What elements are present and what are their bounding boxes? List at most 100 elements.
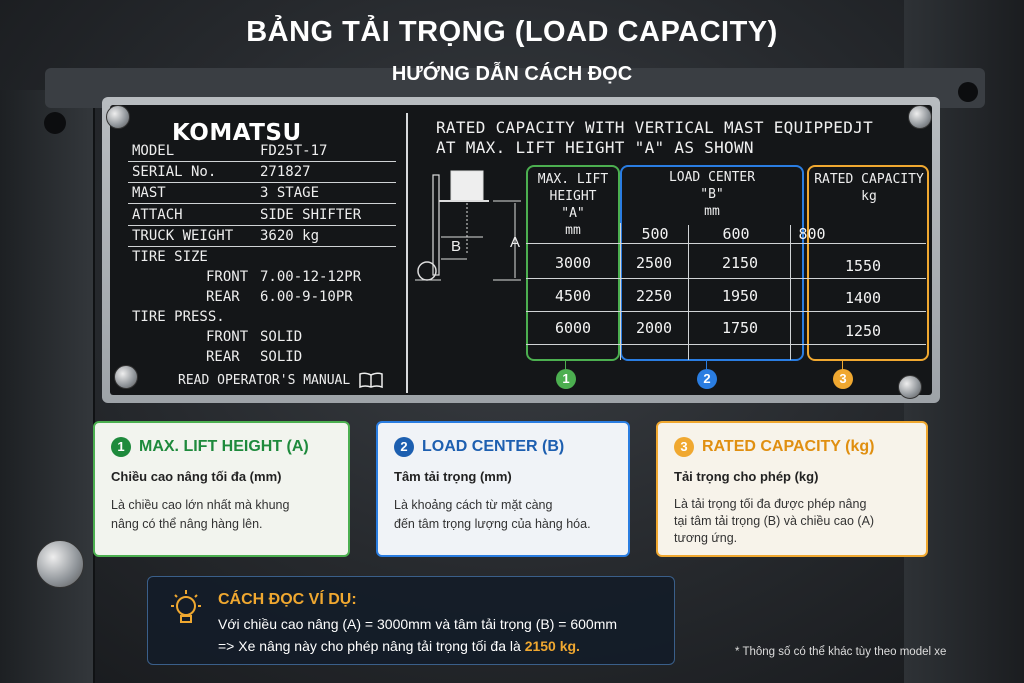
card-text-line: đến tâm trọng lượng của hàng hóa. [394, 517, 591, 531]
spec-label: REAR [206, 289, 240, 305]
spec-label: TIRE PRESS. [132, 309, 225, 325]
spec-value: 3620 kg [260, 228, 320, 244]
table-cell: 2000 [635, 319, 673, 337]
card-title: 3 RATED CAPACITY (kg) [674, 437, 910, 457]
header-text: mm [704, 204, 720, 219]
marker-2: 2 [697, 369, 717, 389]
card-description: Là khoảng cách từ mặt càng đến tâm trọng… [394, 496, 612, 534]
spec-value: SOLID [260, 329, 303, 345]
plate-screw [908, 105, 932, 129]
spec-divider [128, 246, 396, 247]
card-title-text: LOAD CENTER (B) [422, 438, 565, 455]
grid-line [526, 243, 926, 244]
highlight-max-lift-height [526, 165, 620, 361]
card-text-line: Là khoảng cách từ mặt càng [394, 498, 553, 512]
plate-heading-line2: AT MAX. LIFT HEIGHT "A" AS SHOWN [436, 138, 754, 157]
plate-screw [114, 365, 138, 389]
manual-note: READ OPERATOR'S MANUAL [178, 373, 351, 388]
table-cell-height: 3000 [554, 254, 592, 272]
grid-line [526, 311, 926, 312]
load-capacity-plate: KOMATSU MODEL FD25T-17 SERIAL No. 271827… [102, 97, 940, 403]
header-text: LOAD CENTER [668, 170, 756, 185]
header-text: kg [861, 189, 877, 204]
card-description: Là tải trọng tối đa được phép nâng tại t… [674, 496, 910, 547]
forklift-diagram: B A [415, 170, 521, 281]
spec-value: 3 STAGE [260, 185, 320, 201]
example-line-2-text: => Xe nâng này cho phép nâng tải trọng t… [218, 638, 525, 654]
header-load-center: LOAD CENTER "B" mm [624, 169, 800, 220]
table-cell: 1400 [844, 289, 882, 307]
diagram-label-a: A [510, 234, 520, 251]
lightbulb-icon [171, 590, 201, 623]
example-box: CÁCH ĐỌC VÍ DỤ: Với chiều cao nâng (A) =… [147, 576, 675, 665]
plate-heading: RATED CAPACITY WITH VERTICAL MAST EQUIPP… [436, 118, 873, 158]
marker-line [842, 361, 843, 371]
example-highlight-value: 2150 kg. [524, 638, 580, 654]
card-subtitle: Tâm tải trọng (mm) [394, 469, 512, 484]
spec-label: SERIAL No. [132, 164, 217, 180]
footnote: * Thông số có thể khác tùy theo model xe [735, 646, 947, 658]
table-cell: 2500 [635, 254, 673, 272]
spec-value: 271827 [260, 164, 311, 180]
spec-value: SOLID [260, 349, 303, 365]
frame-hole [958, 82, 978, 102]
header-text: MAX. LIFT [537, 172, 609, 187]
grid-line [620, 223, 621, 360]
spec-divider [128, 161, 396, 162]
header-text: mm [565, 223, 581, 238]
brand-logo: KOMATSU [172, 120, 302, 146]
card-badge: 3 [674, 437, 694, 457]
spec-value: 6.00-9-10PR [260, 289, 353, 305]
spec-divider [128, 203, 396, 204]
header-text: "B" [700, 187, 724, 202]
card-subtitle: Chiều cao nâng tối đa (mm) [111, 469, 282, 484]
card-text-line: tương ứng. [674, 531, 738, 545]
page-title: BẢNG TẢI TRỌNG (LOAD CAPACITY) [246, 16, 778, 48]
diagram-label-b: B [451, 238, 461, 255]
marker-line [706, 361, 707, 371]
card-badge: 1 [111, 437, 131, 457]
example-title: CÁCH ĐỌC VÍ DỤ: [218, 591, 357, 608]
spec-label: FRONT [206, 329, 249, 345]
plate-heading-line1: RATED CAPACITY WITH VERTICAL MAST EQUIPP… [436, 118, 874, 137]
load-center-500: 500 [641, 225, 669, 243]
card-rated-capacity: 3 RATED CAPACITY (kg) Tải trọng cho phép… [656, 421, 928, 557]
spec-divider [128, 225, 396, 226]
table-cell: 1750 [721, 319, 759, 337]
highlight-load-center [620, 165, 804, 361]
spec-label: TRUCK WEIGHT [132, 228, 234, 244]
plate-face: KOMATSU MODEL FD25T-17 SERIAL No. 271827… [110, 105, 932, 395]
header-text: RATED CAPACITY [814, 172, 924, 187]
grid-line [526, 278, 926, 279]
card-badge: 2 [394, 437, 414, 457]
spec-label: TIRE SIZE [132, 249, 208, 265]
spec-value: FD25T-17 [260, 143, 328, 159]
header-rated-capacity: RATED CAPACITY kg [812, 171, 926, 205]
table-cell: 1550 [844, 257, 882, 275]
frame-bolt [36, 540, 84, 588]
card-text-line: tại tâm tải trọng (B) và chiều cao (A) [674, 514, 875, 528]
spec-divider [128, 182, 396, 183]
card-load-center: 2 LOAD CENTER (B) Tâm tải trọng (mm) Là … [376, 421, 630, 557]
frame-hole [44, 112, 66, 134]
spec-value: SIDE SHIFTER [260, 207, 362, 223]
marker-1: 1 [556, 369, 576, 389]
load-center-600: 600 [722, 225, 750, 243]
spec-value: 7.00-12-12PR [260, 269, 362, 285]
spec-label: FRONT [206, 269, 249, 285]
book-icon [359, 372, 383, 389]
spec-label: MAST [132, 185, 166, 201]
table-cell: 1950 [721, 287, 759, 305]
forklift-frame-left [0, 90, 95, 683]
spec-label: ATTACH [132, 207, 183, 223]
grid-line [688, 225, 689, 360]
plate-screw [106, 105, 130, 129]
plate-screw [898, 375, 922, 399]
grid-line [526, 344, 926, 345]
card-title: 1 MAX. LIFT HEIGHT (A) [111, 437, 332, 457]
card-text-line: Là tải trọng tối đa được phép nâng [674, 497, 867, 511]
table-cell-height: 6000 [554, 319, 592, 337]
spec-label: MODEL [132, 143, 175, 159]
card-max-lift-height: 1 MAX. LIFT HEIGHT (A) Chiều cao nâng tố… [93, 421, 350, 557]
page-subtitle: HƯỚNG DẪN CÁCH ĐỌC [391, 63, 633, 85]
